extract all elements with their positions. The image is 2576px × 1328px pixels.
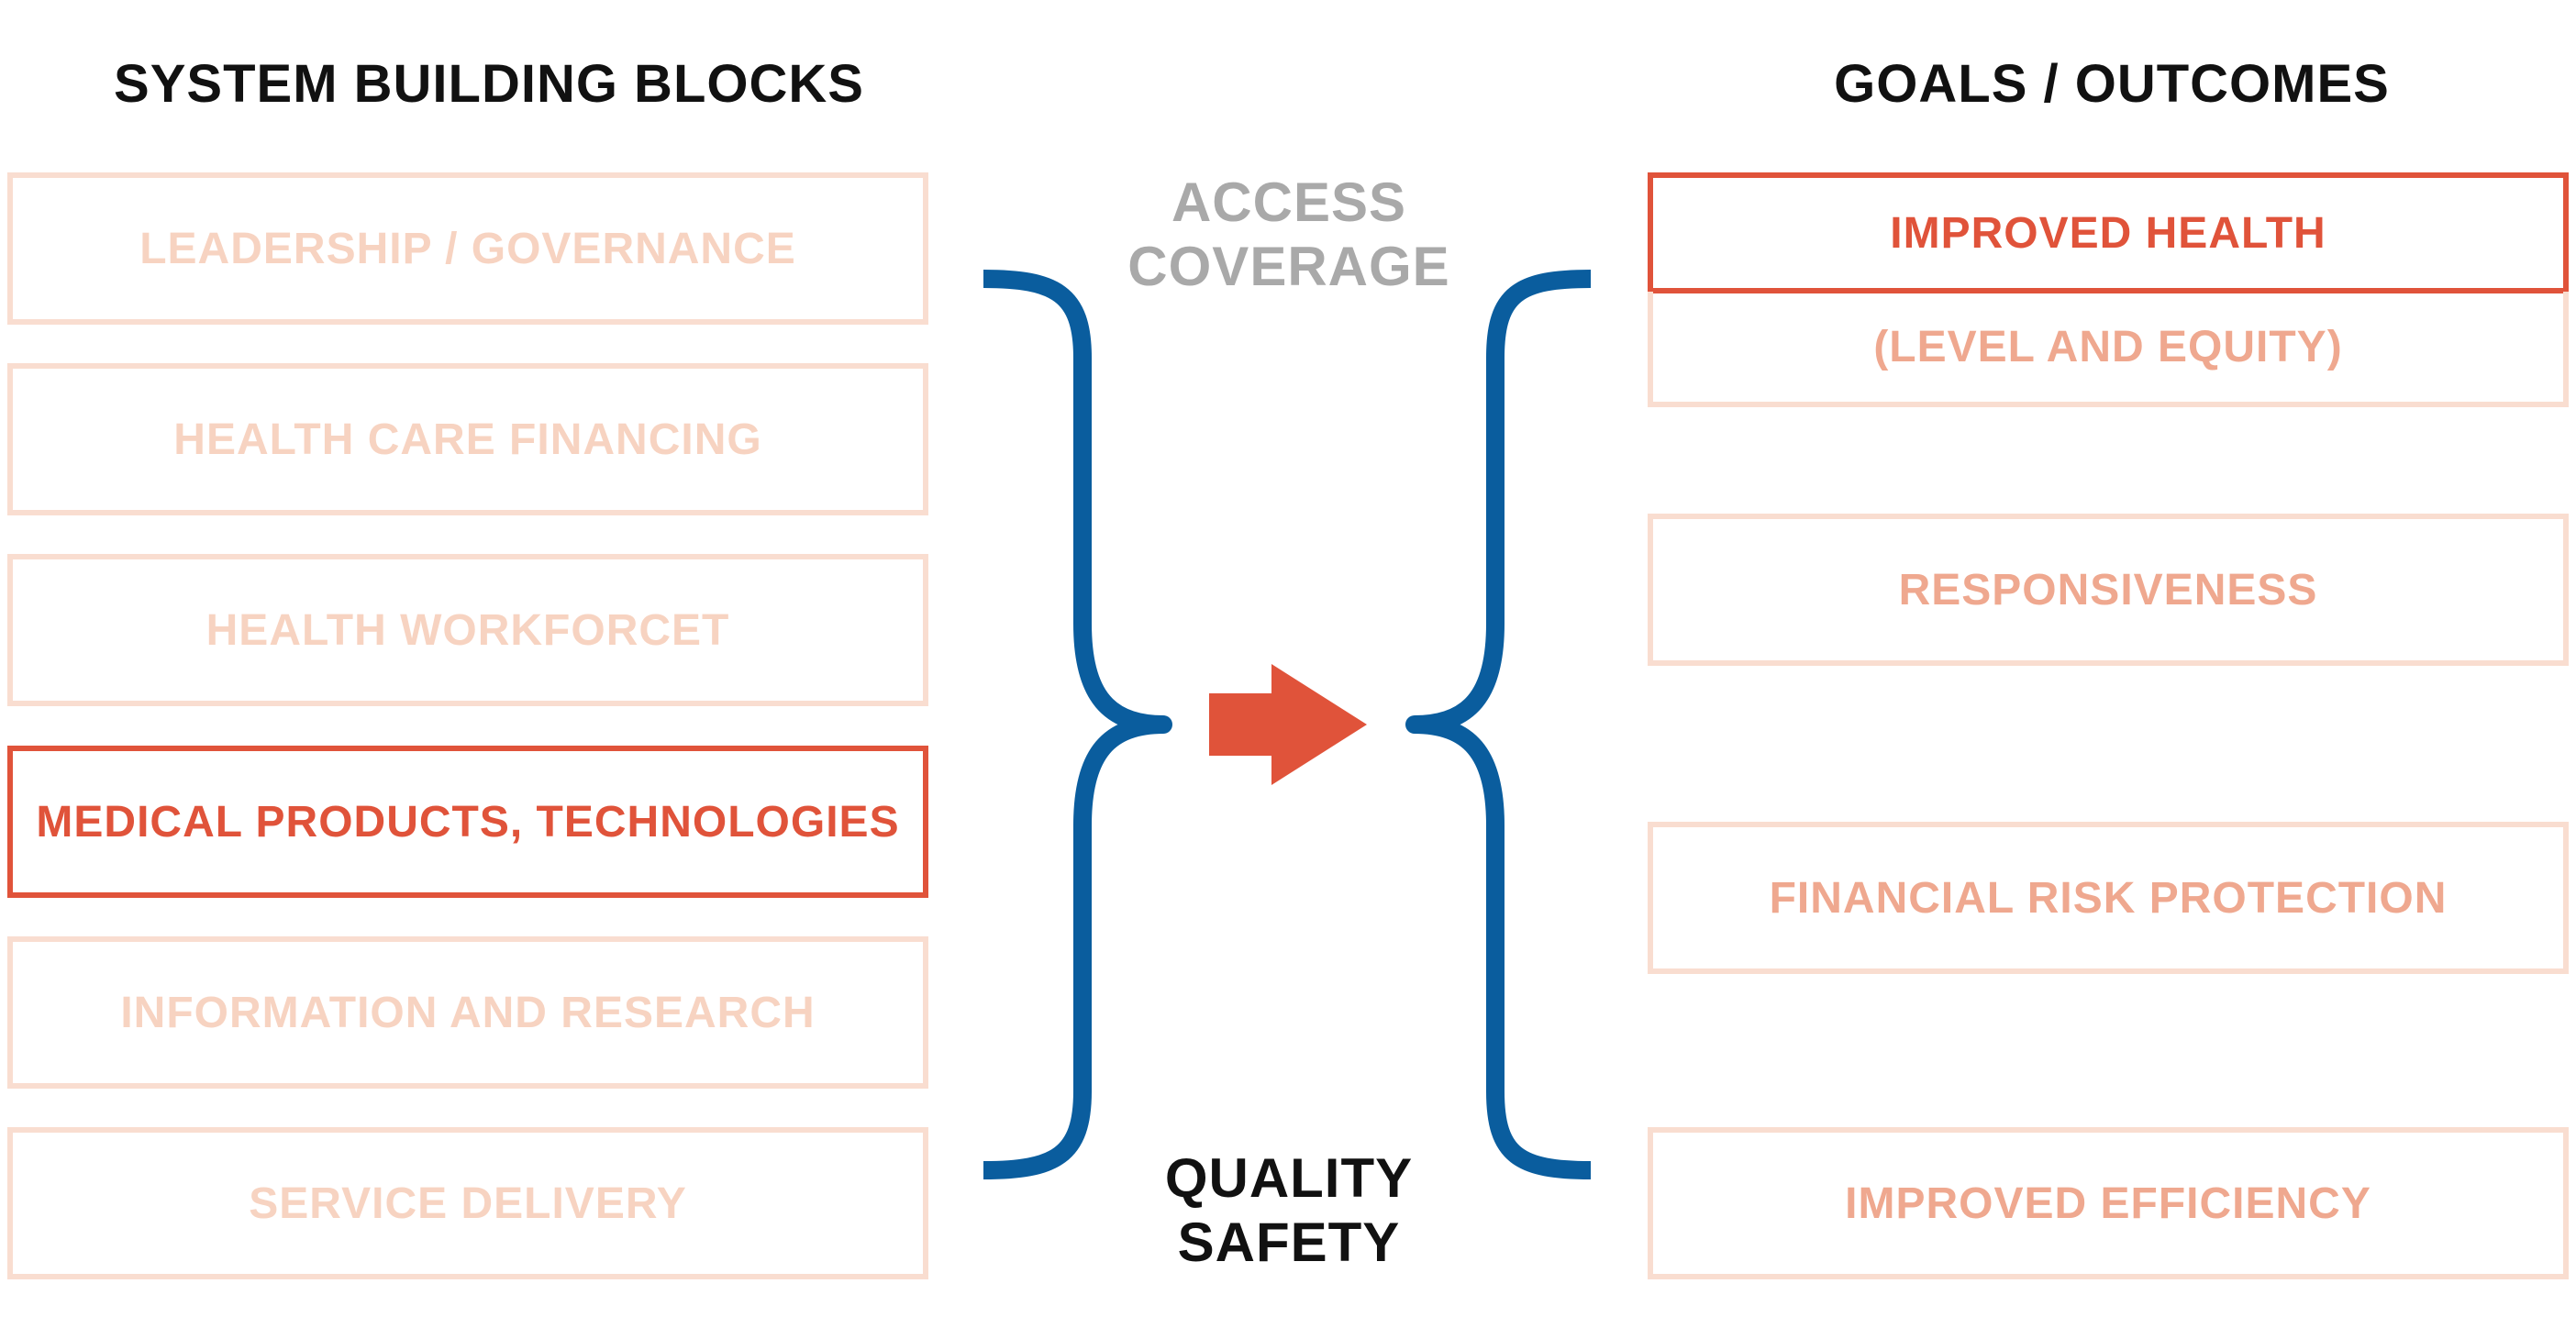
block-health-workforce: HEALTH WORKFORCET — [7, 554, 928, 706]
block-health-care-financing: HEALTH CARE FINANCING — [7, 363, 928, 515]
block-leadership-governance: LEADERSHIP / GOVERNANCE — [7, 172, 928, 325]
quality-safety-label: QUALITY SAFETY — [1092, 1146, 1486, 1275]
block-information-research: INFORMATION AND RESEARCH — [7, 936, 928, 1089]
goal-responsiveness: RESPONSIVENESS — [1648, 514, 2569, 666]
goal-improved-efficiency: IMPROVED EFFICIENCY — [1648, 1127, 2569, 1279]
right-arrow-icon — [1209, 664, 1367, 785]
goal-financial-risk-protection: FINANCIAL RISK PROTECTION — [1648, 822, 2569, 974]
access-coverage-label: ACCESS COVERAGE — [1092, 171, 1486, 299]
goal-level-equity: (LEVEL AND EQUITY) — [1648, 292, 2569, 407]
access-text: ACCESS — [1171, 172, 1407, 233]
right-brace-icon — [983, 270, 1172, 1179]
coverage-text: COVERAGE — [1127, 236, 1450, 297]
block-medical-products-technologies: MEDICAL PRODUCTS, TECHNOLOGIES — [7, 746, 928, 898]
quality-text: QUALITY — [1164, 1147, 1414, 1209]
goals-outcomes-heading: GOALS / OUTCOMES — [1834, 54, 2390, 114]
safety-text: SAFETY — [1177, 1212, 1401, 1273]
building-blocks-heading: SYSTEM BUILDING BLOCKS — [114, 54, 864, 114]
left-brace-icon — [1405, 270, 1592, 1179]
block-service-delivery: SERVICE DELIVERY — [7, 1127, 928, 1279]
goal-improved-health: IMPROVED HEALTH — [1648, 172, 2569, 293]
